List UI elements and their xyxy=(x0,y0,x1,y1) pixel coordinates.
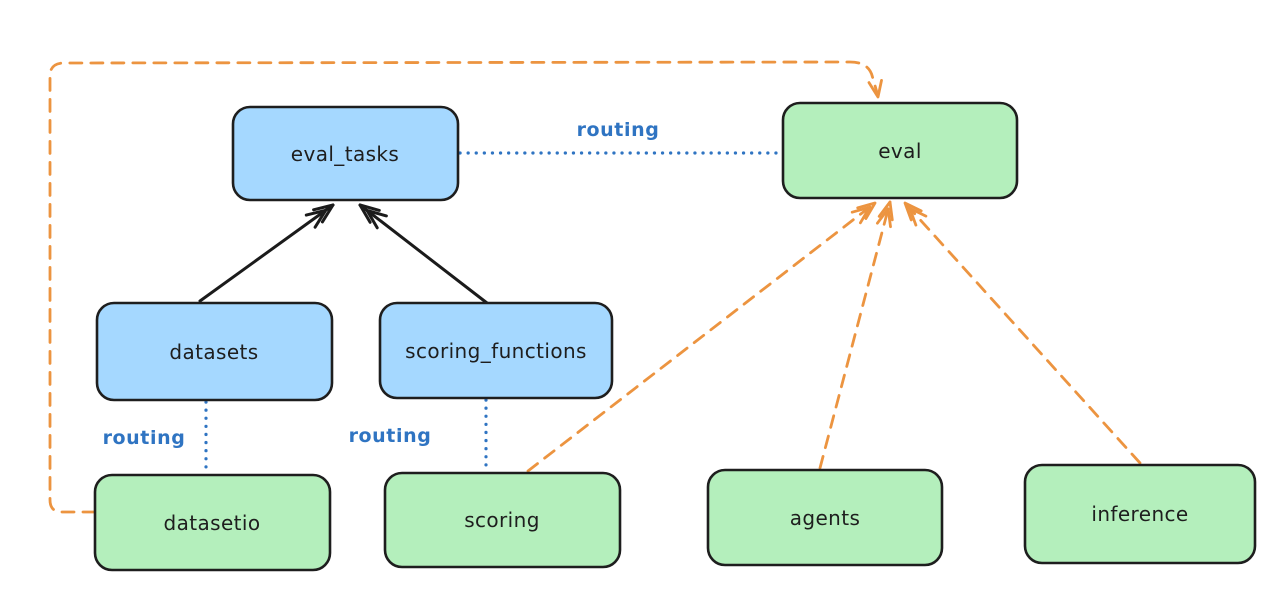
arrowhead-agents-to-eval-2 xyxy=(876,207,892,229)
arrowhead-inference-to-eval xyxy=(903,201,923,222)
node-labels: eval_tasks eval datasets scoring_functio… xyxy=(163,139,1188,535)
edge-datasets-to-evaltasks xyxy=(198,203,335,303)
arrowhead-scoringfunctions-to-evaltasks-2 xyxy=(365,209,388,230)
node-scoring xyxy=(383,471,622,569)
node-datasetio xyxy=(93,473,332,572)
edge-agents-to-eval xyxy=(818,200,892,470)
node-eval xyxy=(781,101,1019,200)
edge-datasetio-to-eval xyxy=(48,60,880,514)
node-label-datasetio: datasetio xyxy=(163,511,260,535)
arrowhead-agents-to-eval xyxy=(877,200,894,222)
edge-scoring-to-eval xyxy=(526,201,877,473)
edge-label-routing-scoring: routing xyxy=(349,425,432,447)
node-eval-tasks xyxy=(231,105,460,202)
arrowhead-scoring-to-eval xyxy=(856,201,877,220)
arrowhead-datasetio-to-eval xyxy=(867,79,883,99)
arrowhead-scoring-to-eval-2 xyxy=(850,205,871,225)
node-inference xyxy=(1023,463,1257,565)
edges-black-solid xyxy=(198,203,489,305)
arrowhead-datasets-to-evaltasks xyxy=(312,203,335,224)
arrowhead-inference-to-eval-2 xyxy=(908,206,928,227)
node-label-eval: eval xyxy=(878,139,922,163)
edge-scoringfunctions-to-evaltasks xyxy=(358,203,489,305)
edge-label-routing-eval: routing xyxy=(577,119,660,141)
arrowhead-datasets-to-evaltasks-2 xyxy=(304,208,328,229)
edge-labels: routing routing routing xyxy=(103,119,660,449)
node-label-agents: agents xyxy=(790,506,861,530)
arrowhead-scoringfunctions-to-evaltasks xyxy=(358,203,381,224)
node-label-eval-tasks: eval_tasks xyxy=(291,142,399,166)
node-label-scoring: scoring xyxy=(464,508,540,532)
node-datasets xyxy=(95,301,334,402)
edge-inference-to-eval xyxy=(903,201,1142,465)
edges-blue-routing xyxy=(204,151,784,475)
node-label-inference: inference xyxy=(1091,502,1188,526)
nodes xyxy=(93,101,1257,572)
edge-label-routing-datasetio: routing xyxy=(103,427,186,449)
node-agents xyxy=(706,468,944,567)
node-label-datasets: datasets xyxy=(169,340,258,364)
node-label-scoring-functions: scoring_functions xyxy=(405,339,587,363)
edges-orange-dashed xyxy=(48,60,1142,514)
node-scoring-functions xyxy=(378,301,614,400)
